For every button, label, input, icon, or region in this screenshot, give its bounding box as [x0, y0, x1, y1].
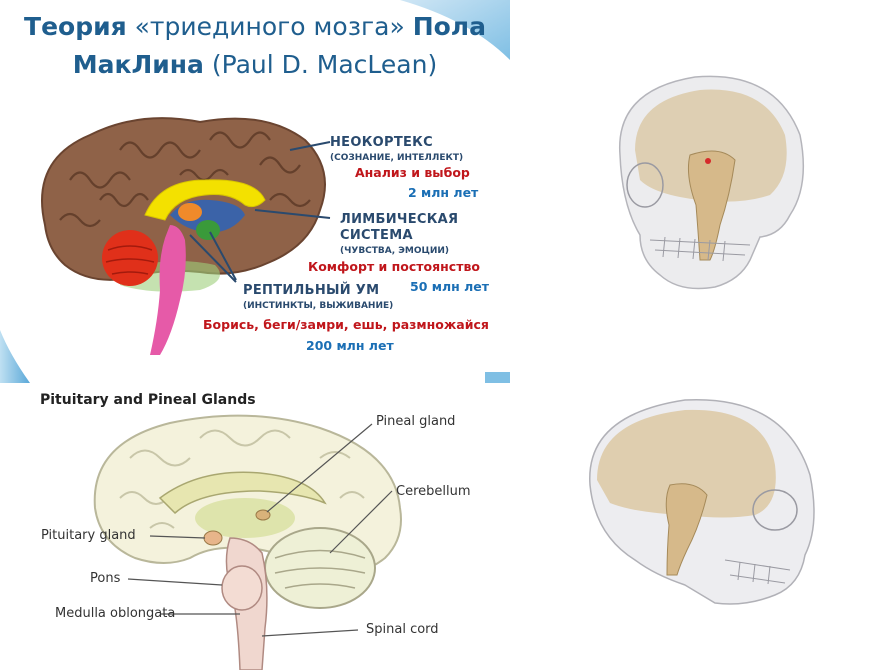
cerebellum-folds [274, 549, 366, 589]
neocortex-age: 2 млн лет [408, 185, 479, 200]
limbic-subtitle: (ЧУВСТВА, ЭМОЦИИ) [340, 246, 450, 256]
brain-volume [635, 89, 787, 202]
triune-brain-panel: Теория «триединого мозга» Пола МакЛина (… [0, 0, 510, 383]
brain-volume-2 [597, 409, 776, 518]
neocortex-subtitle: (СОЗНАНИЕ, ИНТЕЛЛЕКТ) [330, 153, 464, 163]
thalamus [178, 203, 202, 221]
jaw-lines-2 [724, 559, 791, 585]
teeth-lines [649, 236, 751, 262]
skull-render-front [600, 65, 810, 295]
limbic-heading-line1: ЛИМБИЧЕСКАЯ [340, 212, 459, 227]
pituitary-diagram-title: Pituitary and Pineal Glands [40, 392, 256, 408]
triune-background [0, 0, 510, 383]
decor-swoosh-left [0, 330, 30, 383]
brainstem-pink [150, 225, 186, 355]
cerebellum-folds [105, 245, 155, 275]
triune-brain-illustration [41, 117, 331, 355]
cerebrum-folds [119, 429, 365, 529]
thalamus-area [195, 498, 295, 538]
decor-swoosh-right [485, 372, 510, 383]
reptilian-subtitle: (ИНСТИНКТЫ, ВЫЖИВАНИЕ) [243, 301, 394, 311]
neocortex-heading: НЕОКОРТЕКС [330, 135, 433, 150]
cerebellum-red [102, 230, 158, 286]
eye-socket-2 [752, 489, 798, 531]
pineal-gland-shape [255, 509, 271, 521]
leader-lines [127, 423, 393, 637]
brainstem-3d-2 [665, 483, 708, 576]
skull-render-side [575, 385, 825, 615]
skull-front-svg [619, 75, 805, 290]
pineal-gland-label: Pineal gland [376, 414, 456, 429]
corpus-callosum [158, 471, 327, 515]
decor-swoosh-top [400, 0, 510, 60]
cerebellum-label: Cerebellum [396, 484, 471, 499]
pituitary-gland-shape [203, 530, 223, 546]
marker-dot [705, 158, 711, 164]
pituitary-pineal-panel: Pituitary and Pineal Glands [0, 388, 510, 670]
reptilian-age: 200 млн лет [306, 338, 394, 353]
medulla-label: Medulla oblongata [55, 606, 176, 621]
reptilian-function: Борись, беги/замри, ешь, размножайся [203, 317, 489, 332]
skull-side-svg [589, 398, 815, 605]
brainstem-3d [688, 150, 736, 261]
limbic-function: Комфорт и постоянство [308, 259, 480, 274]
pituitary-gland-label: Pituitary gland [41, 528, 136, 543]
pons-label: Pons [90, 571, 121, 586]
pons [221, 565, 263, 611]
eye-socket [626, 162, 664, 208]
limbic-band [144, 179, 266, 221]
limbic-age: 50 млн лет [410, 279, 489, 294]
spinal-cord-label: Spinal cord [366, 622, 439, 637]
reptilian-heading: РЕПТИЛЬНЫЙ УМ [243, 283, 380, 298]
pointer-lines [189, 141, 331, 283]
limbic-heading-line2: СИСТЕМА [340, 228, 413, 243]
neocortex-function: Анализ и выбор [355, 165, 470, 180]
amygdala [196, 220, 220, 240]
page-title: Теория «триединого мозга» Пола МакЛина (… [24, 12, 486, 79]
pituitary-diagram [93, 414, 402, 670]
